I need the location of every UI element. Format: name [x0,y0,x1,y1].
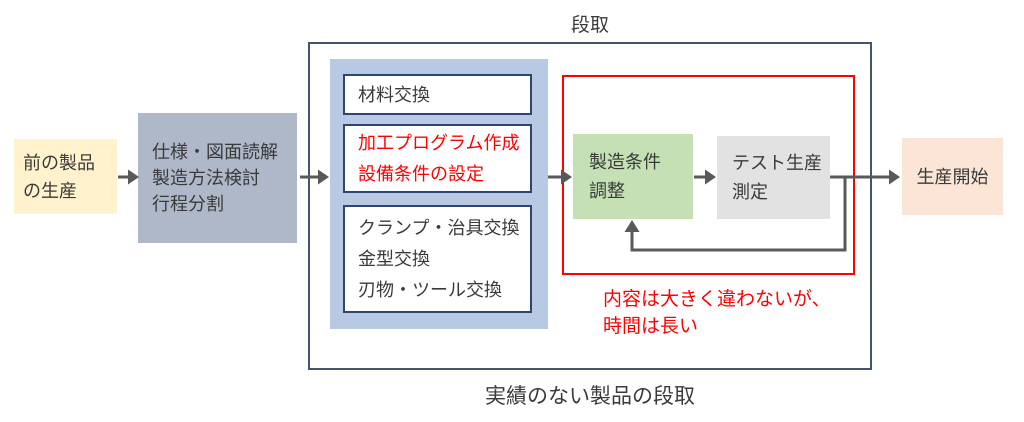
node-label-line: 材料交換 [358,84,430,105]
node-label-line: 加工プログラム作成 [358,132,520,153]
node-material-exchange: 材料交換 [343,74,532,115]
node-label-line: の生産 [23,180,77,201]
setup-group-title: 段取 [570,15,609,36]
node-test-production: テスト生産 測定 [717,136,830,219]
node-label-line: 前の製品 [23,152,95,173]
node-label-line: 生産開始 [916,166,989,187]
node-condition-adjustment: 製造条件 調整 [573,134,693,219]
node-label-line: 設備条件の設定 [358,163,484,184]
node-machining-program: 加工プログラム作成 設備条件の設定 [343,124,532,193]
node-label-line: 製造条件 [589,151,661,172]
node-label-line: 行程分割 [152,194,224,214]
node-label-line: 仕様・図面読解 [152,142,278,162]
node-production-start: 生産開始 [902,138,1003,215]
diagram-caption: 実績のない製品の段取 [485,385,695,408]
node-label-line: 金型交換 [358,248,430,269]
node-label-line: テスト生産 [732,152,822,173]
node-design-review: 仕様・図面読解 製造方法検討 行程分割 [138,113,297,243]
node-label-line: 測定 [732,181,768,202]
arrowhead-right-icon [889,169,900,185]
annotation-line: 時間は長い [603,316,699,337]
node-label-line: 刃物・ツール交換 [358,279,502,300]
node-label-line: 製造方法検討 [152,168,260,188]
node-label-line: 調整 [589,180,625,201]
annotation-line: 内容は大きく違わないが、 [603,289,831,310]
node-previous-production: 前の製品 の生産 [14,139,117,214]
node-tool-exchange: クランプ・治具交換 金型交換 刃物・ツール交換 [343,205,532,313]
node-label-line: クランプ・治具交換 [358,217,520,238]
time-annotation: 内容は大きく違わないが、 時間は長い [603,286,831,340]
